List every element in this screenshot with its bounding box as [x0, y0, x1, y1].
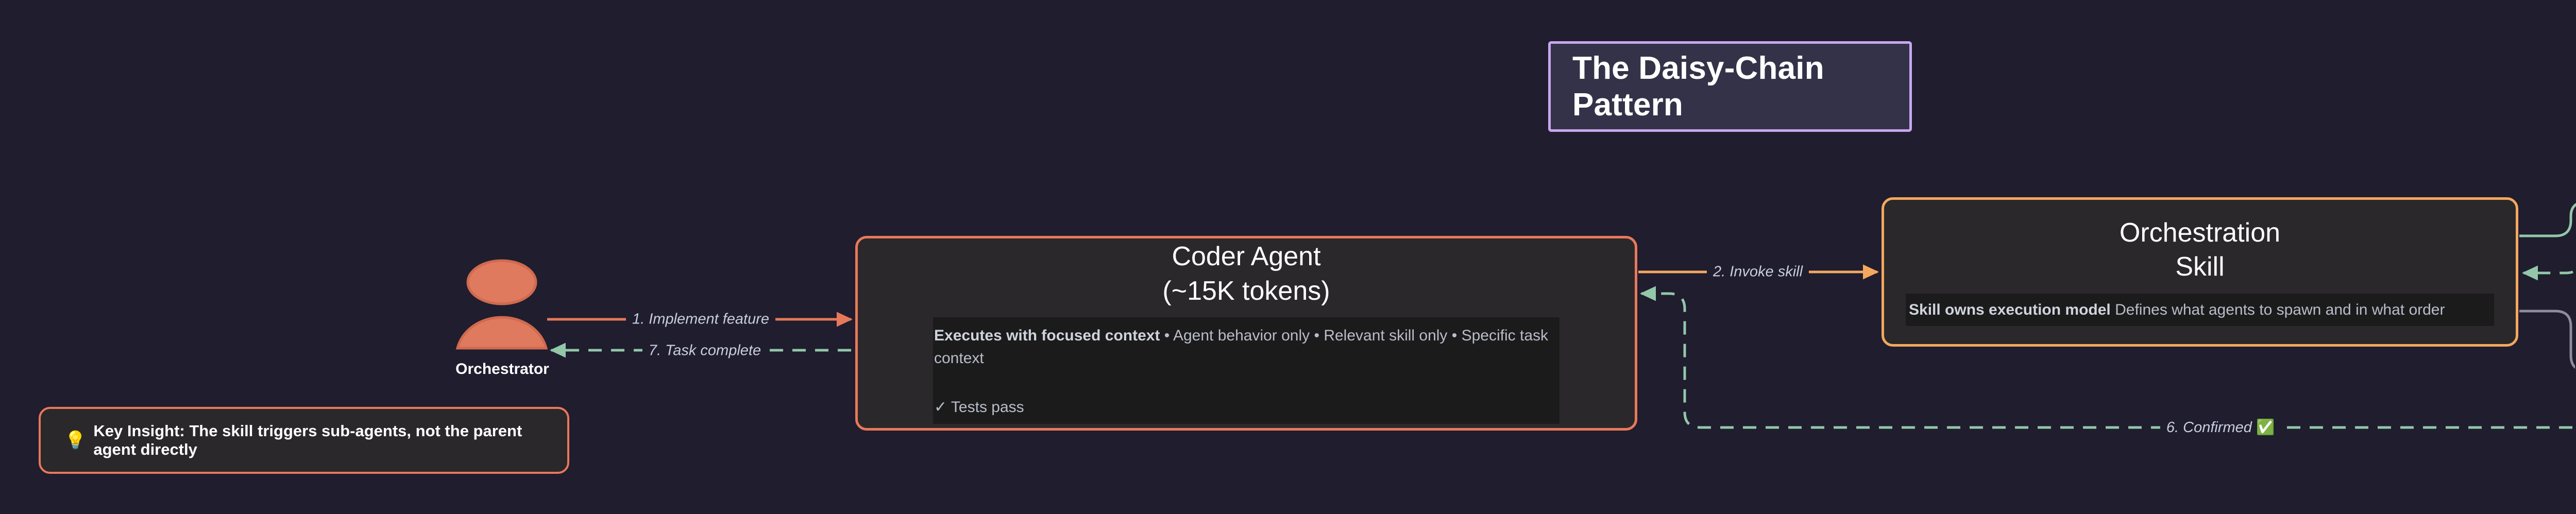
node-orchestration-skill-title: Orchestration Skill — [2119, 217, 2281, 282]
edge-label-7: 7. Task complete — [642, 342, 768, 359]
node-orchestration-skill[interactable]: Orchestration Skill Skill owns execution… — [1882, 197, 2518, 347]
detail-line-1: Executes with focused context • Agent be… — [934, 327, 1548, 367]
key-insight-text: Key Insight: The skill triggers sub-agen… — [93, 422, 522, 458]
edge-label-5: 5. Spawn for update — [2575, 362, 2576, 380]
node-coder-agent-title: Coder Agent (~15K tokens) — [1162, 242, 1330, 306]
diagram-title-banner: The Daisy-Chain Pattern — [1548, 41, 1912, 132]
edge-5-spawn-for-update — [2519, 310, 2576, 370]
edge-label-2: 2. Invoke skill — [1706, 263, 1809, 281]
check-mark-icon-2: ✅ — [2256, 419, 2275, 436]
edge-4-pass — [2521, 265, 2576, 281]
edge-label-1: 1. Implement feature — [626, 311, 775, 328]
node-coder-agent[interactable]: Coder Agent (~15K tokens) Executes with … — [855, 236, 1637, 431]
node-coder-agent-detail: Executes with focused context • Agent be… — [933, 317, 1560, 424]
node-orchestration-skill-detail: Skill owns execution model Defines what … — [1906, 293, 2494, 327]
edge-3-spawn-for-audit — [2519, 203, 2576, 237]
orchestrator-actor[interactable] — [449, 258, 555, 350]
page-title: The Daisy-Chain Pattern — [1572, 50, 1824, 123]
person-icon — [455, 259, 548, 350]
lightbulb-icon: 💡 — [64, 431, 87, 450]
key-insight-callout: 💡 Key Insight: The skill triggers sub-ag… — [39, 407, 569, 474]
orchestrator-label: Orchestrator — [455, 361, 549, 378]
detail-line-2: ✓ Tests pass — [934, 399, 1024, 416]
edge-label-6: 6. Confirmed ✅ — [2160, 419, 2281, 436]
